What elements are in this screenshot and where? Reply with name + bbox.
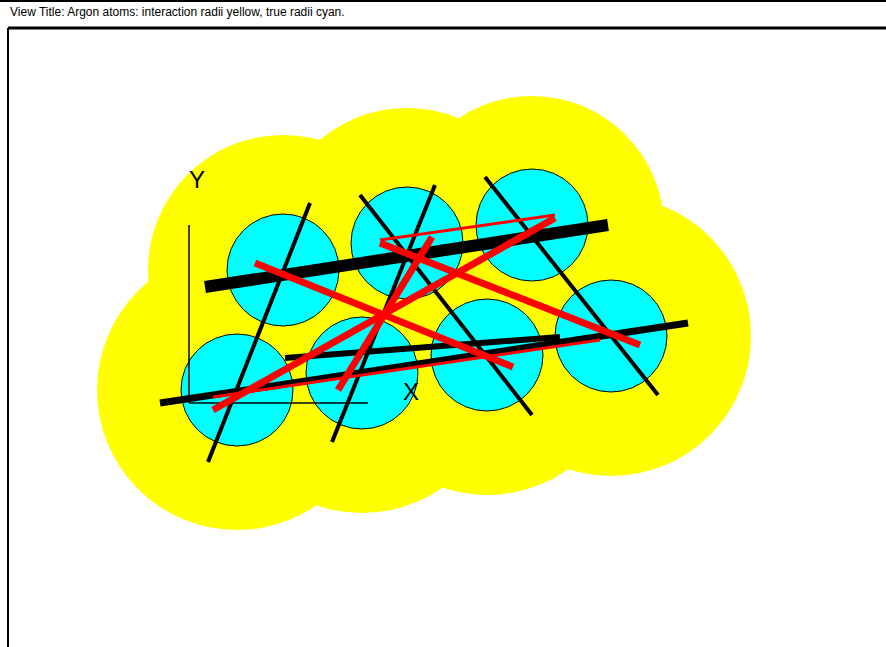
axis-label: Y [189,168,205,192]
true-radii [181,169,667,446]
axis-label: X [403,380,419,404]
view-title: View Title: Argon atoms: interaction rad… [10,6,345,18]
interaction-radii [97,96,751,530]
bonds [160,177,688,462]
red-bonds [213,215,640,410]
